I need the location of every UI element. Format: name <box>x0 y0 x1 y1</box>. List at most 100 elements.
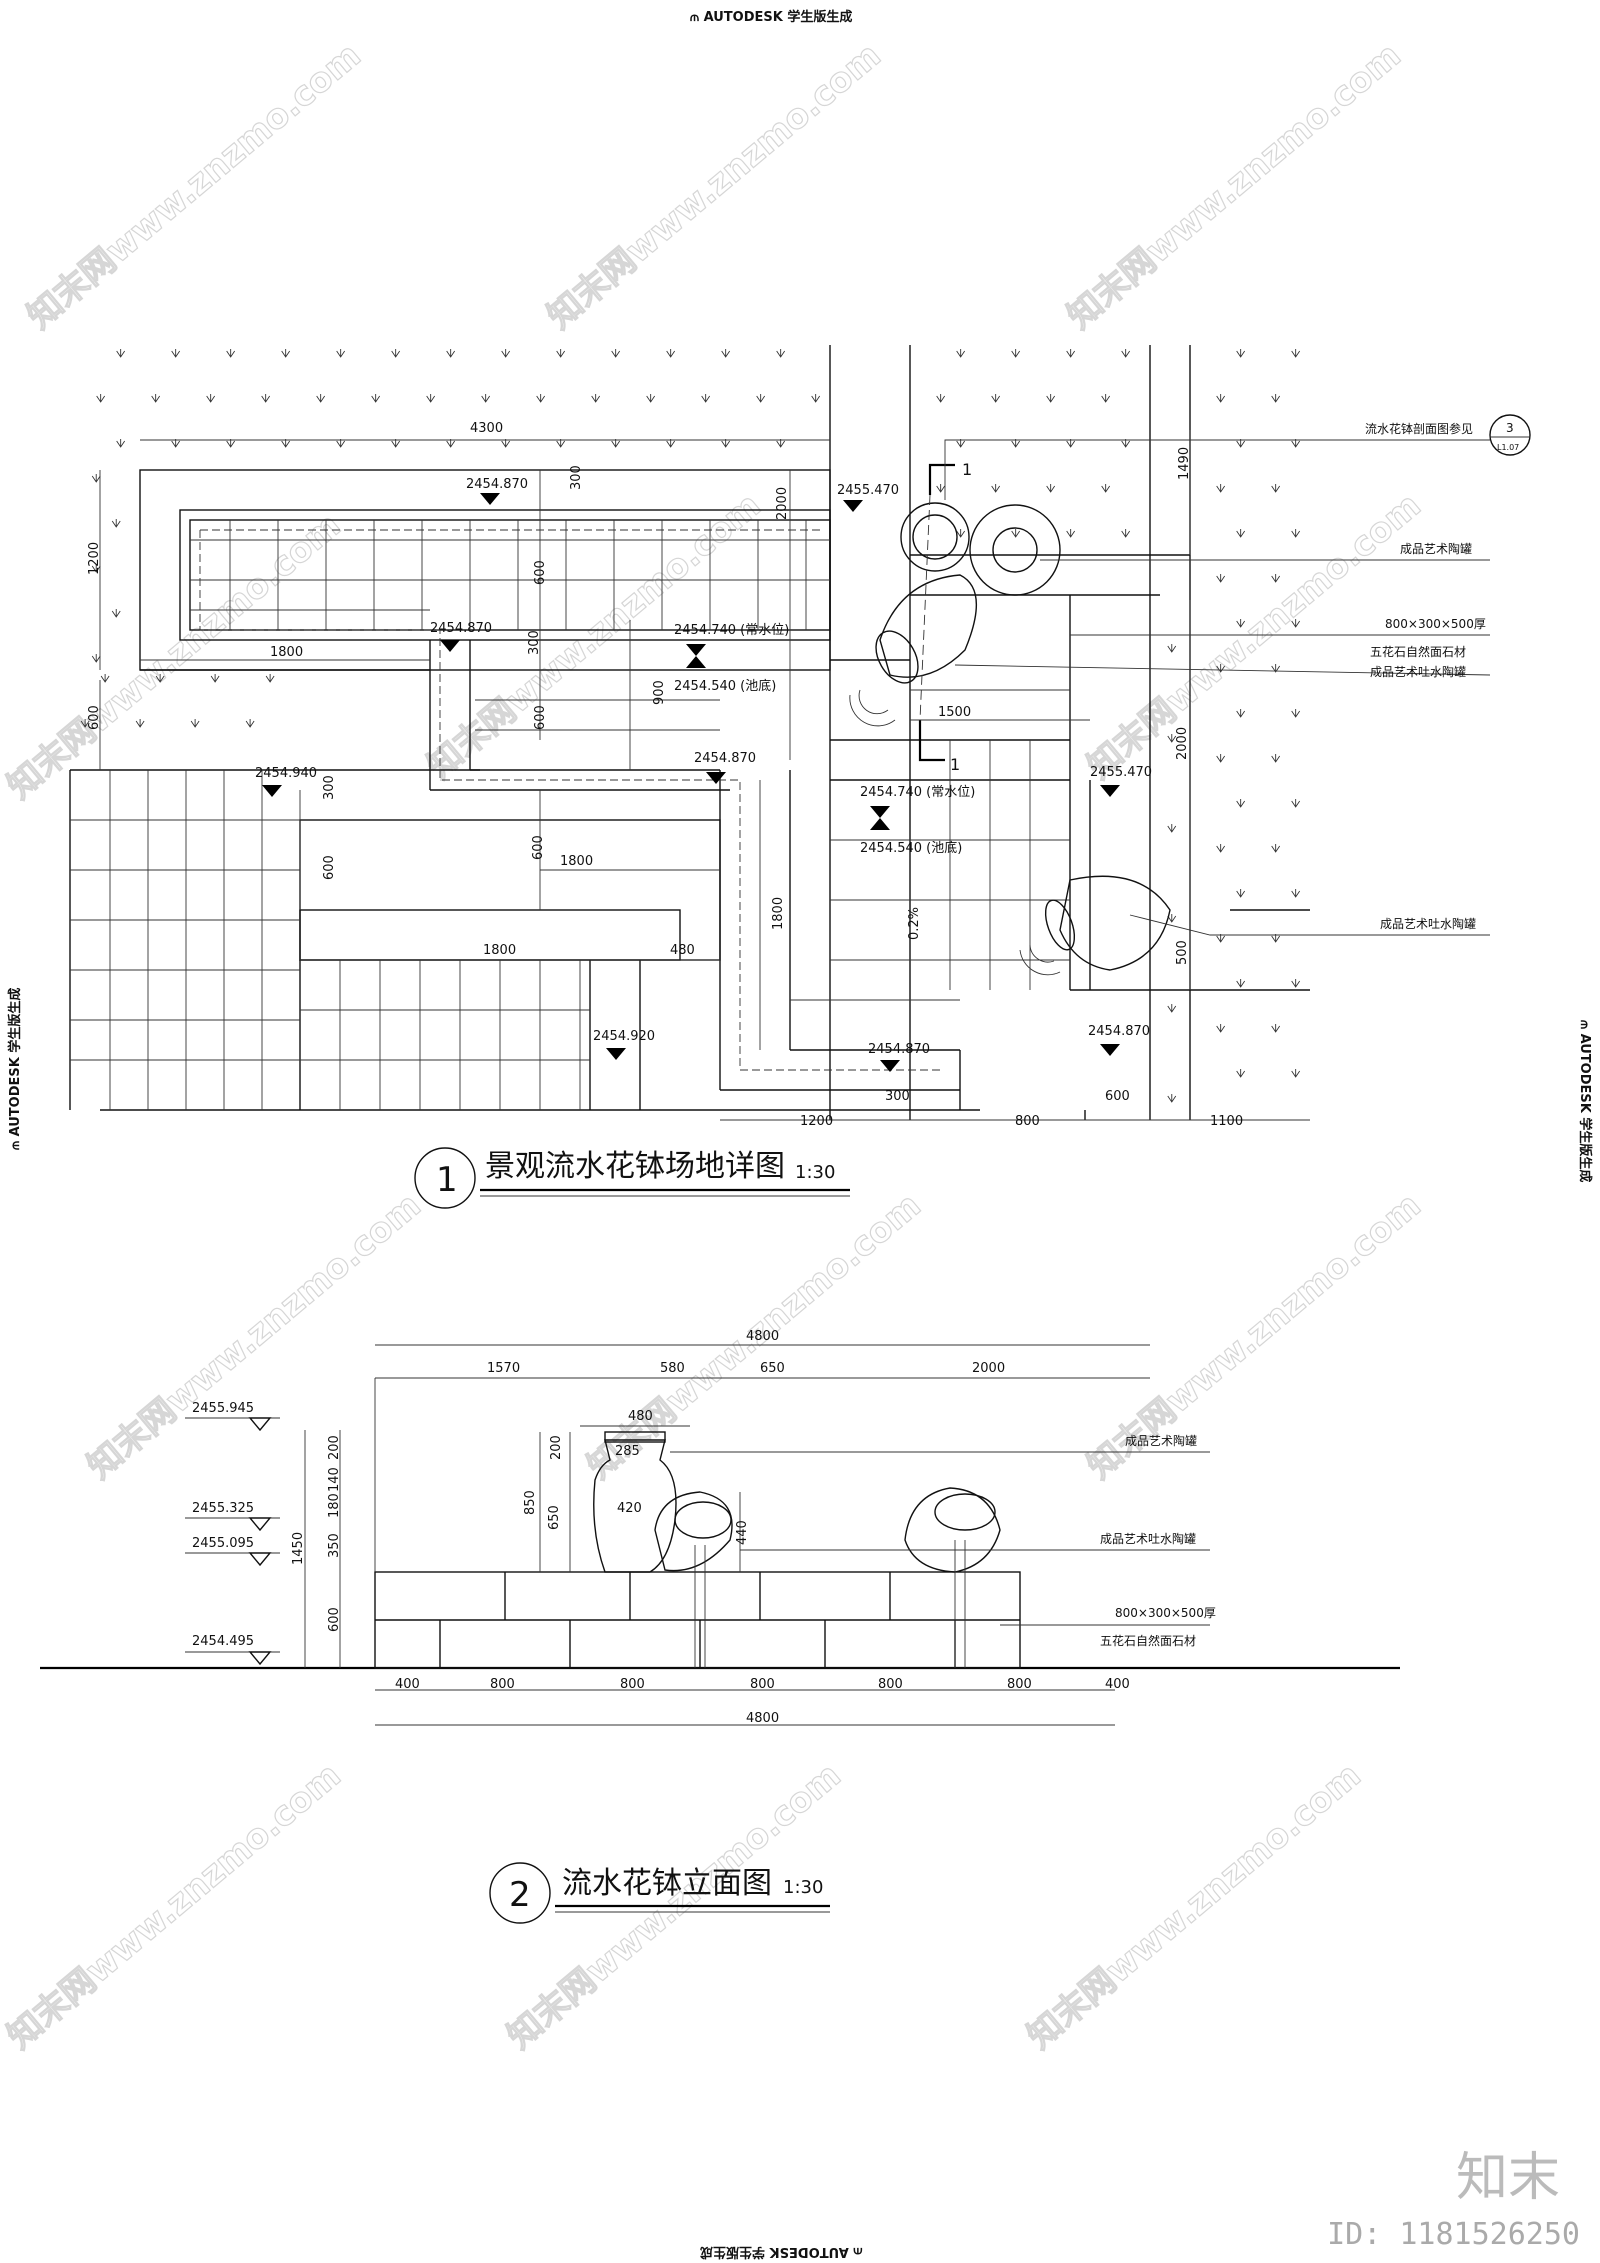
dim-text: 650 <box>760 1361 785 1376</box>
dim-text: 800 <box>1015 1114 1040 1129</box>
grass-tick <box>1291 709 1301 718</box>
callout-text: 成品艺术吐水陶罐 <box>1380 916 1476 931</box>
dim-text: 800 <box>1007 1677 1032 1692</box>
dim-text: 300 <box>569 465 584 490</box>
grass-tick <box>811 394 821 403</box>
grass-tick <box>116 349 126 358</box>
elevation-marker-icon <box>843 500 863 512</box>
grass-tick <box>1066 529 1076 538</box>
grass-tick <box>1271 754 1281 763</box>
dim-text: 4800 <box>746 1711 779 1726</box>
dim-text: 180 <box>327 1493 342 1518</box>
grass-tick <box>701 394 711 403</box>
grass-tick <box>1046 394 1056 403</box>
elevation-dimension-lines <box>304 1344 1150 1726</box>
callout-text: 成品艺术陶罐 <box>1125 1433 1197 1448</box>
elevation-text: 2454.540 (池底) <box>860 840 962 856</box>
callout-ref: 流水花钵剖面图参见 <box>1365 421 1473 436</box>
level-marker-icon <box>248 1552 272 1567</box>
elevation-marker-icon <box>686 644 706 656</box>
dim-text: 800 <box>620 1677 645 1692</box>
dim-text: 900 <box>652 680 667 705</box>
elevation-text: 2454.920 <box>593 1029 655 1044</box>
elevation-marker-icon <box>880 1060 900 1072</box>
dim-text: 1800 <box>270 645 303 660</box>
grass-tick <box>116 439 126 448</box>
grass-tick <box>316 394 326 403</box>
autodesk-logo-icon: ⫙ <box>690 10 704 25</box>
plan-scale: 1:30 <box>795 1162 835 1183</box>
callout-text: 五花石自然面石材 <box>1370 644 1466 659</box>
level-text: 2455.945 <box>192 1401 254 1416</box>
grass-tick <box>1167 644 1177 653</box>
grass-tick <box>1236 889 1246 898</box>
grass-tick <box>1291 889 1301 898</box>
grass-tick <box>336 349 346 358</box>
grass-tick <box>1271 1024 1281 1033</box>
callout-text: 800×300×500厚 <box>1115 1606 1216 1620</box>
grass-tick <box>1236 979 1246 988</box>
grass-tick <box>1271 574 1281 583</box>
dim-text: 480 <box>670 943 695 958</box>
plan-title: 景观流水花钵场地详图 <box>485 1149 785 1184</box>
grass-tick <box>1291 979 1301 988</box>
grass-tick <box>96 394 106 403</box>
dim-text: 440 <box>735 1520 750 1545</box>
grass-tick <box>501 349 511 358</box>
dim-text: 300 <box>885 1089 910 1104</box>
grass-tick <box>80 719 90 728</box>
dim-text: 300 <box>527 630 542 655</box>
dim-text: 600 <box>531 835 546 860</box>
grass-tick <box>245 719 255 728</box>
grass-tick <box>1011 529 1021 538</box>
callout-text: 五花石自然面石材 <box>1100 1633 1196 1648</box>
dim-text: 1200 <box>800 1114 833 1129</box>
dim-text: 200 <box>327 1435 342 1460</box>
elevation-levels: 2455.945 2455.325 2455.095 2454.495 <box>185 1401 280 1666</box>
grass-tick <box>1167 914 1177 923</box>
grass-tick <box>1216 394 1226 403</box>
callout-text: 800×300×500厚 <box>1385 617 1486 631</box>
dim-text: 800 <box>878 1677 903 1692</box>
grass-tick <box>151 394 161 403</box>
grass-tick <box>91 654 101 663</box>
dim-text: 580 <box>660 1361 685 1376</box>
brand-logo: 知末 <box>1455 2148 1560 2208</box>
reference-circle-icon <box>1489 414 1531 456</box>
elevation-dimension-text: 4800 1570 580 650 2000 480 285 420 200 6… <box>291 1329 1130 1726</box>
grass-tick <box>1046 484 1056 493</box>
grass-tick <box>591 394 601 403</box>
dim-text: 1100 <box>1210 1114 1243 1129</box>
grass-tick <box>1236 799 1246 808</box>
dim-text: 600 <box>1105 1089 1130 1104</box>
grass-tick <box>1291 1069 1301 1078</box>
callout-text: 成品艺术陶罐 <box>1400 541 1472 556</box>
elevation-number: 2 <box>509 1875 531 1915</box>
elevation-text: 2454.740 (常水位) <box>674 623 789 638</box>
dim-text: 1450 <box>291 1532 306 1565</box>
elevation-marker-icon <box>440 640 460 652</box>
grass-tick <box>265 674 275 683</box>
dim-text: 300 <box>322 775 337 800</box>
grass-tick <box>281 349 291 358</box>
grass-tick <box>155 674 165 683</box>
elevation-scale: 1:30 <box>783 1877 823 1898</box>
level-marker-icon <box>248 1651 272 1666</box>
grass-tick <box>1216 1024 1226 1033</box>
grass-tick <box>111 519 121 528</box>
dim-text: 4300 <box>470 421 503 436</box>
grass-tick <box>1066 349 1076 358</box>
grass-tick <box>91 474 101 483</box>
elevation-text: 2455.470 <box>1090 765 1152 780</box>
plan-callouts: 3 L1.07 流水花钵剖面图参见 成品艺术陶罐 800×300×500厚 五花… <box>944 414 1531 936</box>
elevation-text: 2454.870 <box>694 751 756 766</box>
grass-tick <box>91 564 101 573</box>
grass-tick <box>1216 574 1226 583</box>
ref-sheet: L1.07 <box>1497 443 1519 452</box>
elevation-text: 2454.870 <box>1088 1024 1150 1039</box>
elevation-marker-icon <box>870 806 890 818</box>
dim-text: 400 <box>1105 1677 1130 1692</box>
grass-tick <box>1271 844 1281 853</box>
